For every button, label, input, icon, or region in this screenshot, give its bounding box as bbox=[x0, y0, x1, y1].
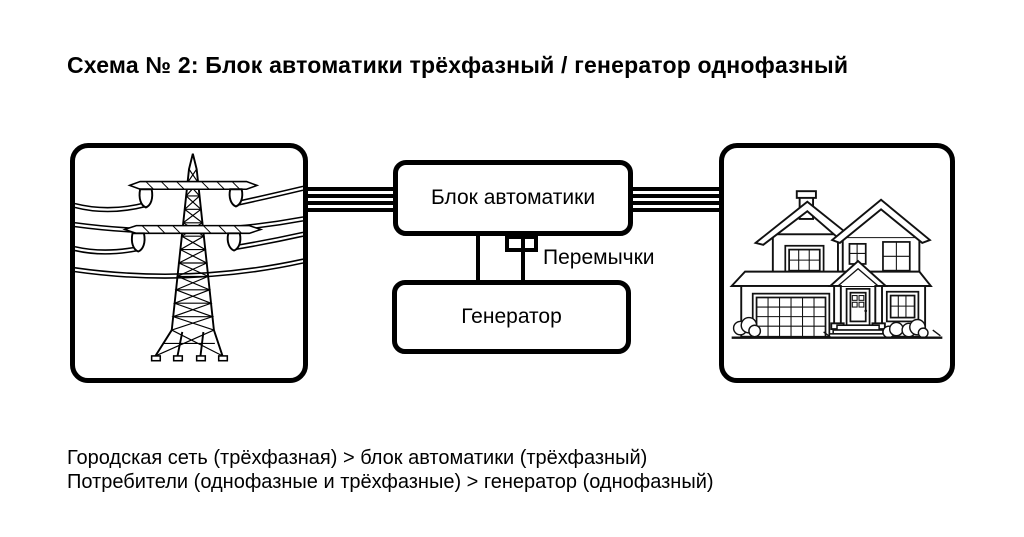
jumper-line-left bbox=[476, 234, 480, 282]
city-grid-node bbox=[70, 143, 308, 383]
generator-node: Генератор bbox=[392, 280, 631, 354]
legend-line-1: Городская сеть (трёхфазная) > блок автом… bbox=[67, 447, 648, 469]
jumper-line-right bbox=[521, 234, 525, 282]
power-line-tower-icon bbox=[75, 148, 303, 378]
page-title: Схема № 2: Блок автоматики трёхфазный / … bbox=[67, 52, 849, 78]
legend-notes: Городская сеть (трёхфазная) > блок автом… bbox=[67, 446, 714, 494]
automation-block-node: Блок автоматики bbox=[393, 160, 633, 236]
generator-label: Генератор bbox=[461, 305, 562, 328]
consumer-house-node bbox=[719, 143, 955, 383]
jumper-bracket bbox=[505, 235, 538, 252]
block-to-house-wires bbox=[630, 187, 722, 212]
house-icon bbox=[724, 148, 950, 378]
jumpers-label: Перемычки bbox=[543, 246, 655, 269]
grid-to-block-wires bbox=[305, 187, 396, 212]
legend-line-2: Потребители (однофазные и трёхфазные) > … bbox=[67, 471, 714, 493]
automation-block-label: Блок автоматики bbox=[430, 186, 596, 209]
